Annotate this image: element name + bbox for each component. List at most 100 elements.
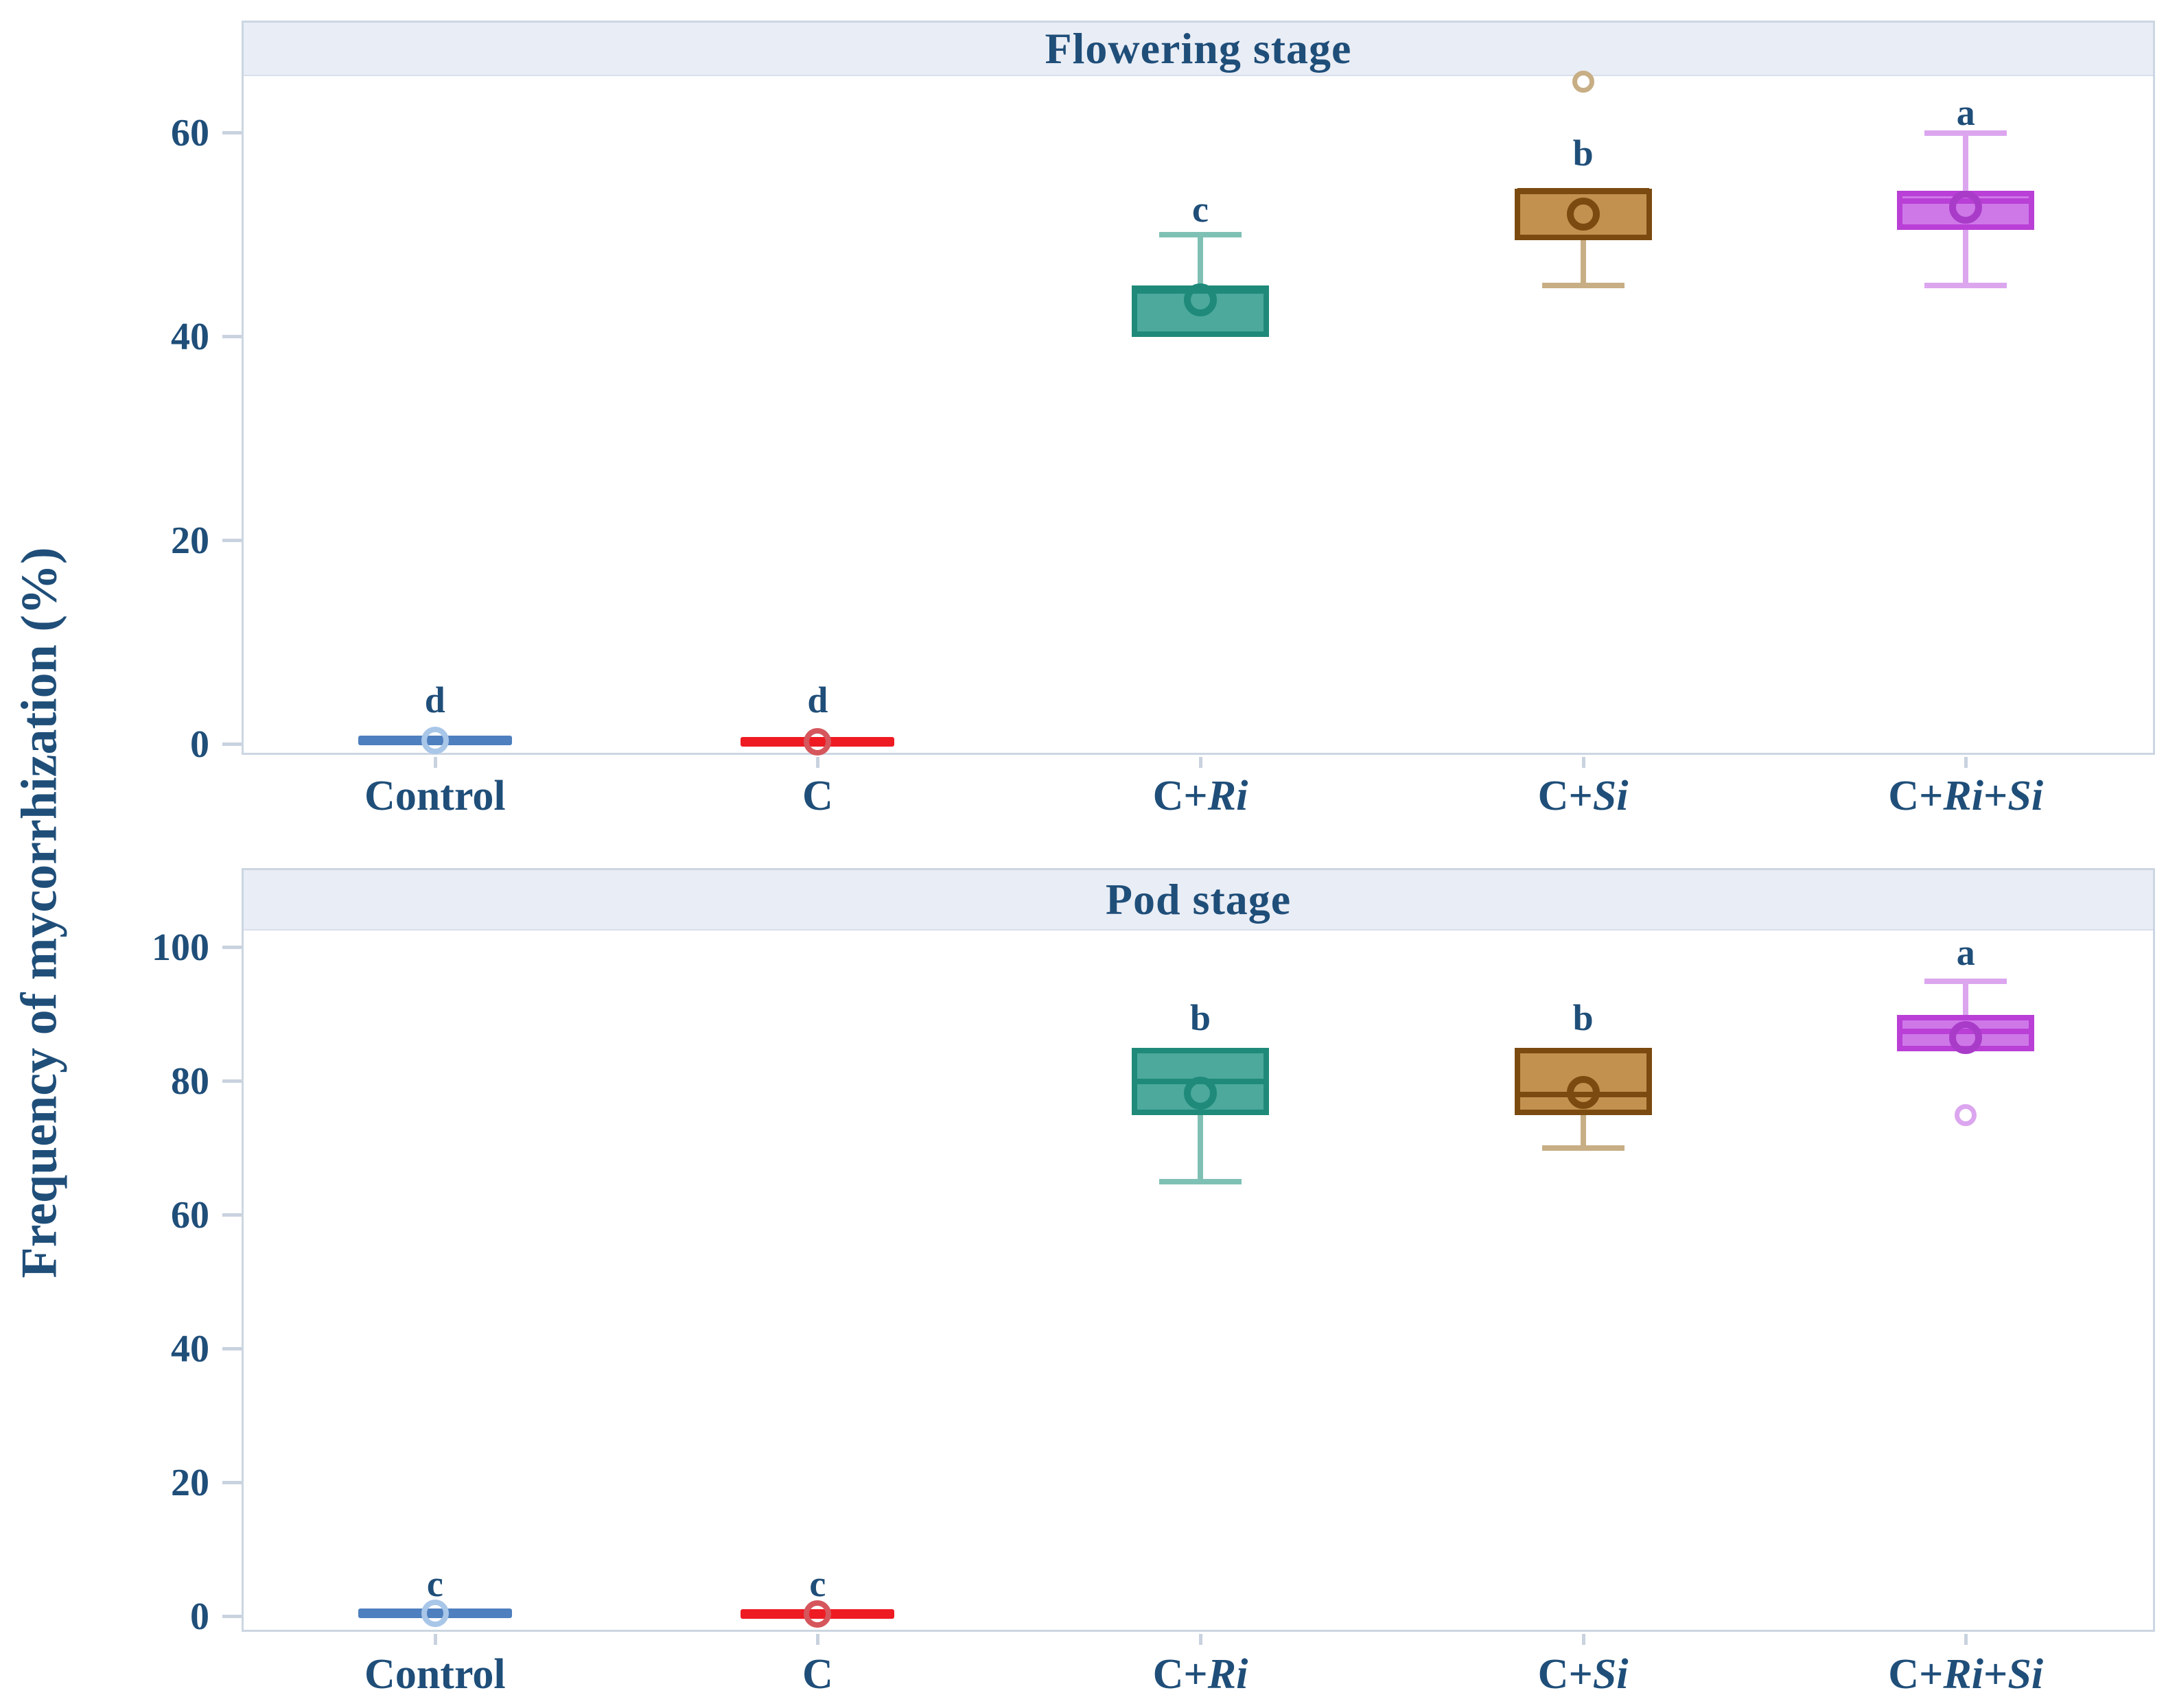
x-category-label-segment: C+	[1152, 1651, 1208, 1698]
x-category-label-segment: Si	[1592, 1651, 1629, 1698]
lower-whisker-cap	[1541, 1145, 1624, 1151]
x-category-label-segment: Si	[2007, 773, 2044, 819]
y-tick-mark	[222, 334, 242, 338]
panel-title: Flowering stage	[1045, 24, 1352, 73]
y-tick-mark	[222, 1346, 242, 1350]
lower-whisker-stem	[1580, 239, 1586, 286]
lower-whisker-stem	[1963, 229, 1969, 286]
x-tick-mark	[1964, 757, 1968, 768]
y-tick-label: 20	[171, 519, 209, 562]
panel-title-banner: Flowering stage	[244, 23, 2153, 76]
x-category-label: C+Ri+Si	[1760, 1649, 2166, 1700]
mean-marker	[1184, 1076, 1217, 1110]
x-category-label-segment: Ri	[1943, 1651, 1983, 1698]
lower-whisker-stem	[1198, 1114, 1203, 1182]
significance-letter: d	[807, 679, 828, 721]
mean-marker	[1949, 190, 1983, 224]
panel-title-banner: Pod stage	[244, 870, 2153, 931]
x-category-label-segment: C+	[1537, 773, 1593, 819]
lower-whisker-cap	[1541, 283, 1624, 289]
median-line	[1517, 188, 1649, 194]
y-tick-label: 60	[171, 1193, 209, 1237]
x-category-label-segment: C+	[1537, 1651, 1593, 1698]
mean-marker	[421, 1599, 449, 1627]
x-category-label: Control	[229, 771, 641, 821]
significance-letter: c	[809, 1563, 826, 1604]
significance-letter: d	[424, 679, 445, 721]
x-tick-mark	[433, 1634, 437, 1645]
x-category-label-segment: C+	[1152, 773, 1208, 819]
x-tick-mark	[1199, 1634, 1202, 1645]
significance-letter: c	[1192, 188, 1209, 230]
mean-marker	[1566, 1075, 1600, 1109]
upper-whisker-stem	[1198, 235, 1203, 286]
y-tick-label: 100	[152, 926, 209, 970]
mean-marker	[804, 727, 832, 756]
significance-letter: b	[1572, 997, 1594, 1039]
y-tick-mark	[222, 130, 242, 134]
y-tick-label: 80	[171, 1060, 209, 1103]
x-category-label-segment: C	[802, 773, 833, 819]
x-category-label-segment: C	[802, 1651, 833, 1698]
lower-whisker-cap	[1159, 1179, 1242, 1185]
x-category-label-segment: Ri	[1207, 1651, 1248, 1698]
x-tick-mark	[1964, 1634, 1968, 1645]
x-category-label-segment: Si	[2007, 1651, 2044, 1698]
x-category-label-segment: +	[1983, 1651, 2008, 1698]
x-category-label: C+Si	[1377, 771, 1789, 821]
mean-marker	[1184, 283, 1217, 317]
lower-whisker-cap	[1924, 283, 2007, 289]
y-tick-label: 0	[190, 1595, 209, 1638]
x-category-label-segment: Si	[1592, 773, 1629, 819]
y-tick-label: 60	[171, 111, 209, 154]
upper-whisker-cap	[1924, 130, 2007, 136]
y-tick-mark	[222, 742, 242, 747]
y-tick-mark	[222, 946, 242, 950]
significance-letter: a	[1956, 91, 1975, 133]
mean-marker	[1949, 1020, 1983, 1054]
x-category-label: Control	[229, 1649, 641, 1700]
x-tick-mark	[1581, 1634, 1585, 1645]
y-tick-label: 40	[171, 315, 209, 358]
x-category-label-segment: Control	[364, 773, 506, 819]
significance-letter: a	[1956, 931, 1975, 973]
y-tick-mark	[222, 1079, 242, 1083]
significance-letter: b	[1572, 132, 1594, 174]
x-category-label-segment: +	[1983, 773, 2008, 819]
lower-whisker-stem	[1580, 1114, 1586, 1149]
x-category-label: C	[612, 771, 1023, 821]
x-category-label-segment: Ri	[1207, 773, 1248, 819]
x-category-label: C+Ri	[994, 771, 1406, 821]
x-tick-mark	[433, 757, 437, 768]
x-category-label: C+Ri+Si	[1760, 771, 2166, 821]
upper-whisker-stem	[1963, 132, 1969, 191]
y-tick-mark	[222, 1614, 242, 1618]
y-tick-label: 0	[190, 723, 209, 767]
y-tick-label: 20	[171, 1461, 209, 1504]
x-category-label: C+Si	[1377, 1649, 1789, 1700]
significance-letter: b	[1189, 997, 1211, 1039]
outlier-marker	[1955, 1103, 1977, 1126]
x-tick-mark	[816, 757, 820, 768]
x-category-label: C	[612, 1649, 1023, 1700]
x-category-label-segment: Ri	[1943, 773, 1983, 819]
mean-marker	[804, 1600, 832, 1628]
x-tick-mark	[1199, 757, 1202, 768]
y-axis-label: Frequency of mycorrhization (%)	[11, 547, 68, 1278]
outlier-marker	[1572, 71, 1594, 93]
mean-marker	[1566, 198, 1600, 231]
upper-whisker-stem	[1963, 981, 1969, 1015]
x-tick-mark	[1581, 757, 1585, 768]
mean-marker	[421, 727, 449, 755]
x-category-label: C+Ri	[994, 1649, 1406, 1700]
y-tick-mark	[222, 1213, 242, 1217]
y-tick-label: 40	[171, 1327, 209, 1370]
x-tick-mark	[816, 1634, 820, 1645]
x-category-label-segment: C+	[1888, 773, 1944, 819]
significance-letter: c	[426, 1563, 443, 1604]
x-category-label-segment: Control	[364, 1651, 506, 1698]
x-category-label-segment: C+	[1888, 1651, 1944, 1698]
